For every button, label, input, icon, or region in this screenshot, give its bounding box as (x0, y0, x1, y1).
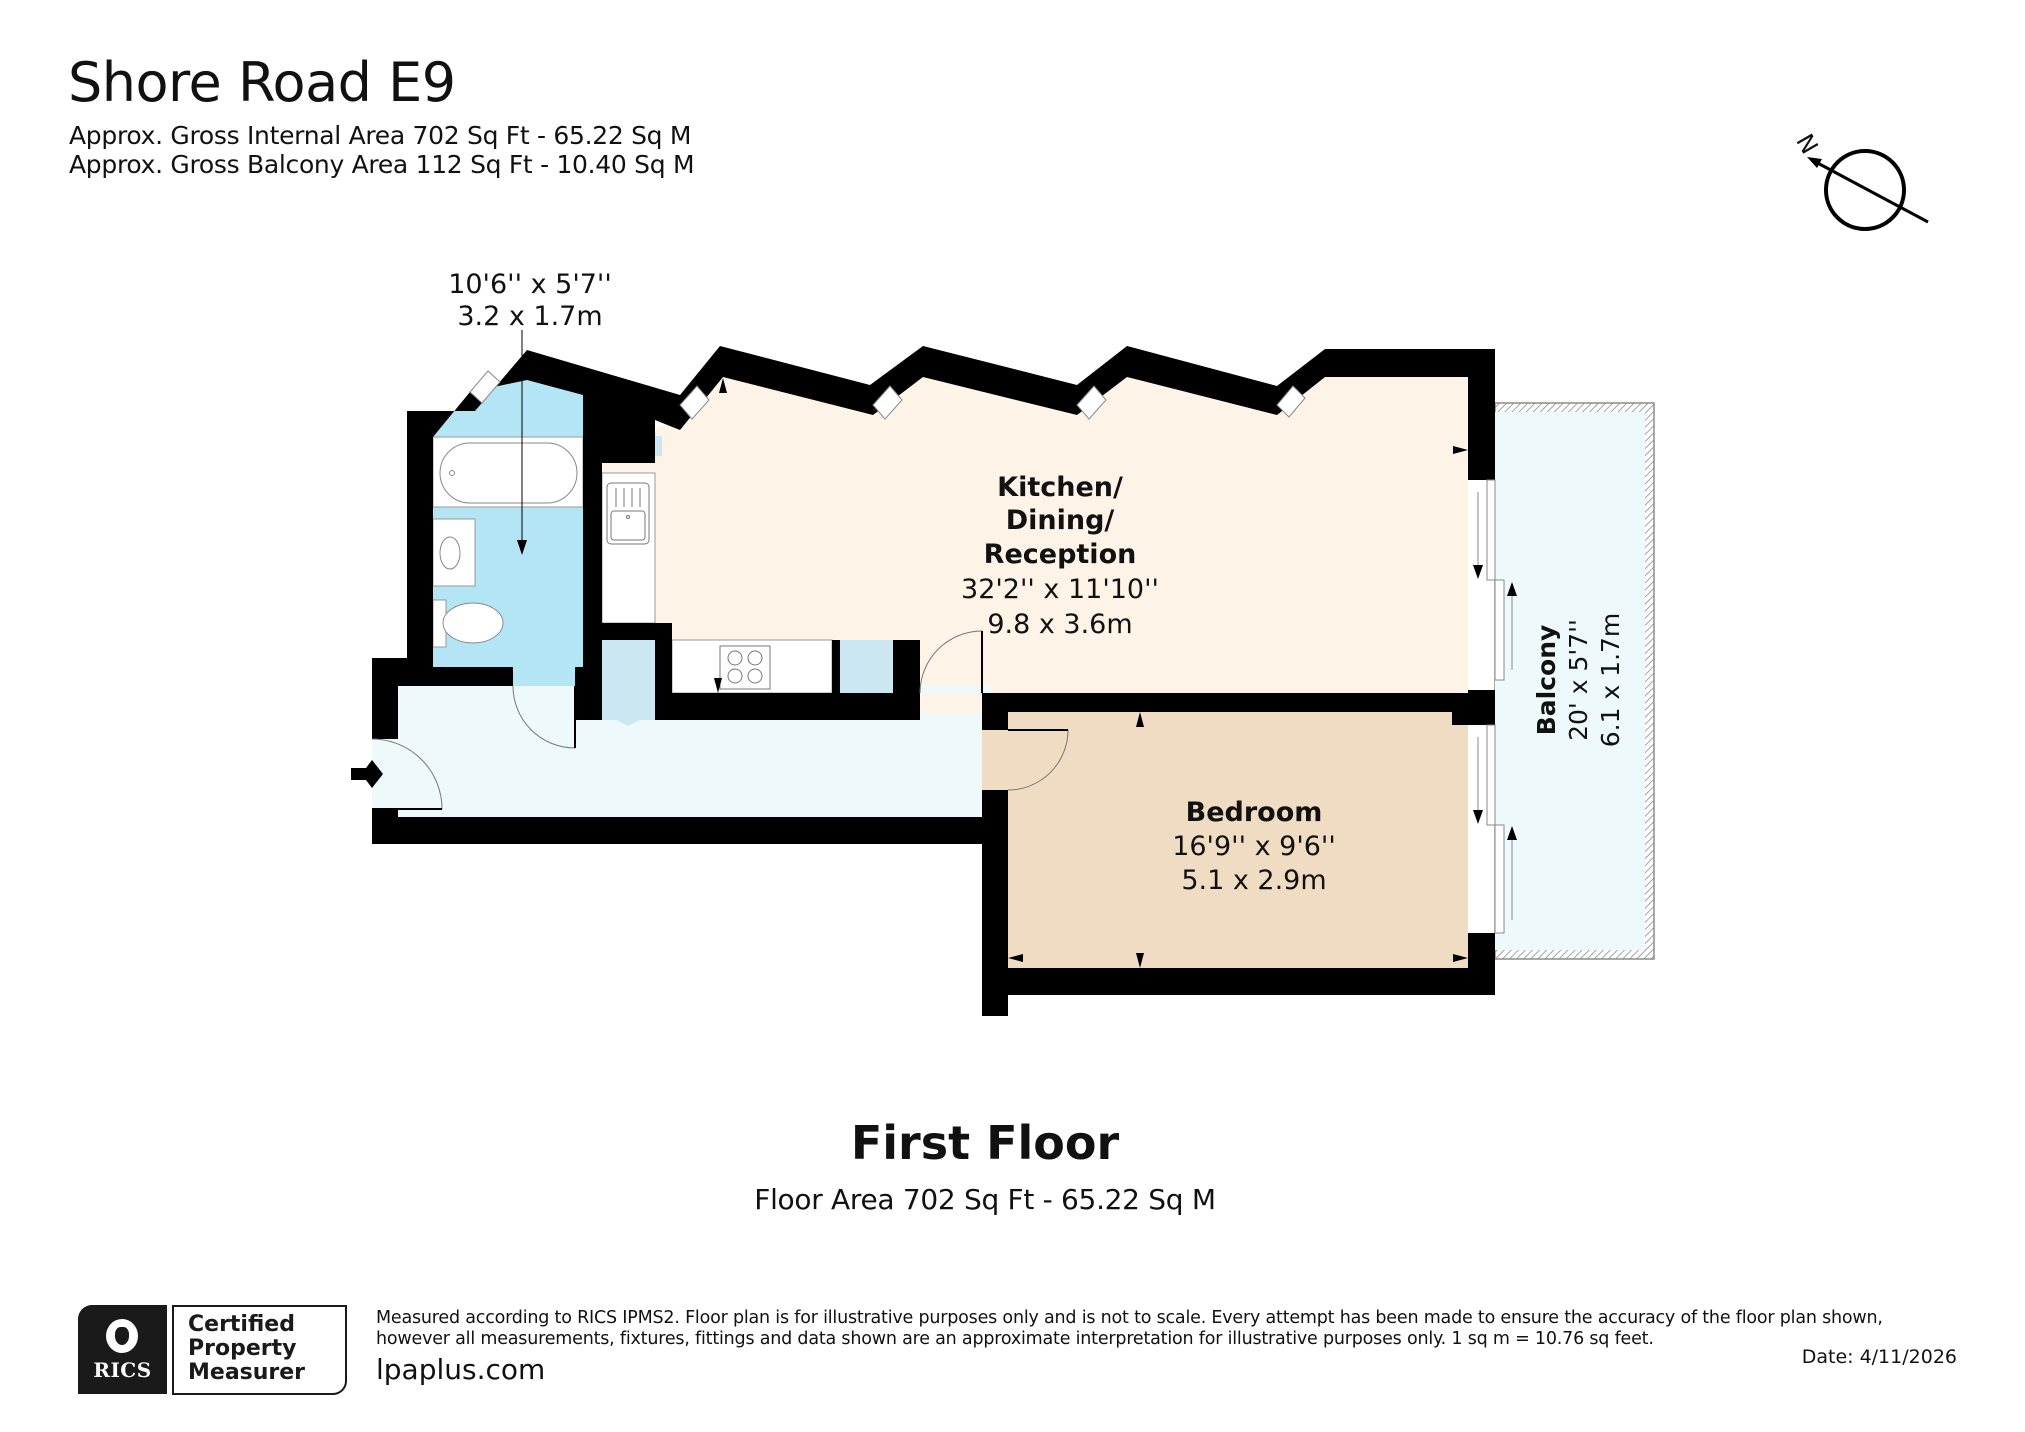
bedroom-name: Bedroom (1186, 797, 1323, 828)
balcony-dim-imperial: 20' x 5'7'' (1564, 619, 1593, 741)
north-label: N (1790, 129, 1823, 159)
kitchen-counter-bottom (671, 639, 833, 694)
bedroom-dim-metric: 5.1 x 2.9m (1181, 865, 1326, 896)
dimension-markers (625, 378, 1468, 968)
gross-internal-area: Approx. Gross Internal Area 702 Sq Ft - … (69, 121, 692, 150)
gross-balcony-area: Approx. Gross Balcony Area 112 Sq Ft - 1… (69, 150, 695, 179)
bathtub-icon (432, 436, 584, 508)
hob-icon (719, 645, 771, 690)
floor-area: Floor Area 702 Sq Ft - 65.22 Sq M (754, 1183, 1216, 1216)
disclaimer: Measured according to RICS IPMS2. Floor … (376, 1308, 1976, 1350)
website-link[interactable]: lpaplus.com (376, 1353, 546, 1386)
property-title: Shore Road E9 (68, 51, 456, 114)
washbasin-icon (432, 518, 476, 587)
certified-line-3: Measurer (188, 1360, 306, 1385)
certified-line-1: Certified (188, 1312, 295, 1337)
disclaimer-line-2: however all measurements, fixtures, fitt… (376, 1329, 1654, 1349)
kitchen-name-3: Reception (984, 539, 1137, 570)
windows (469, 370, 1306, 420)
balcony-name: Balcony (1532, 625, 1561, 736)
doors (371, 630, 1069, 810)
north-arrow-compass-icon: N (1790, 129, 1929, 231)
balcony (1494, 402, 1655, 960)
plan-date: Date: 4/11/2026 (1801, 1346, 1957, 1368)
entrance-arrow-icon (351, 760, 383, 788)
disclaimer-line-1: Measured according to RICS IPMS2. Floor … (376, 1308, 1883, 1328)
kitchen-name-1: Kitchen/ (997, 472, 1123, 503)
balcony-dim-metric: 6.1 x 1.7m (1596, 613, 1625, 748)
bedroom-dim-imperial: 16'9'' x 9'6'' (1172, 831, 1336, 862)
slide-arrows-icon (1473, 565, 1517, 840)
kitchen-floor (602, 377, 1468, 693)
certified-line-2: Property (188, 1336, 297, 1361)
certified-property-measurer-badge: Certified Property Measurer (172, 1305, 347, 1395)
bathroom-dim-imperial: 10'6'' x 5'7'' (448, 269, 612, 300)
toilet-icon (432, 599, 504, 648)
rics-logo-text: RICS (93, 1358, 152, 1382)
sliding-doors (1477, 479, 1513, 934)
floor-title: First Floor (850, 1116, 1120, 1170)
walls (372, 346, 1495, 1016)
sink-icon (606, 482, 650, 545)
kitchen-counter-left (601, 472, 656, 624)
kitchen-dim-metric: 9.8 x 3.6m (987, 609, 1132, 640)
bathroom-dim-metric: 3.2 x 1.7m (457, 301, 602, 332)
rics-logo: RICS (78, 1305, 167, 1394)
kitchen-name-2: Dining/ (1006, 505, 1115, 536)
rics-lion-icon (106, 1319, 138, 1353)
kitchen-dim-imperial: 32'2'' x 11'10'' (961, 574, 1159, 605)
